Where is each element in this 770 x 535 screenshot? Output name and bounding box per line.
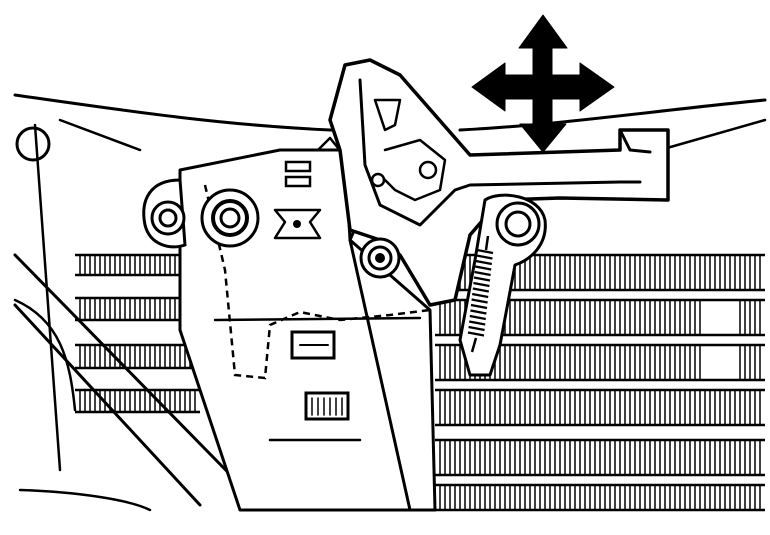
four-way-arrow-icon [471,14,615,153]
hood-panel-outline [13,93,767,152]
rect-window-lower [304,391,350,421]
h-slot-pin [293,220,301,228]
mounting-bolt-right [495,201,541,247]
return-spring [467,235,494,353]
slot-upper [284,160,312,173]
mounting-bolt-center [359,237,401,279]
h-shaped-slot [273,208,322,240]
mounting-bolt-left [150,188,260,248]
radiator-core-support [13,118,262,512]
slot-lower [284,175,312,188]
frame-hole-icon [15,126,51,162]
